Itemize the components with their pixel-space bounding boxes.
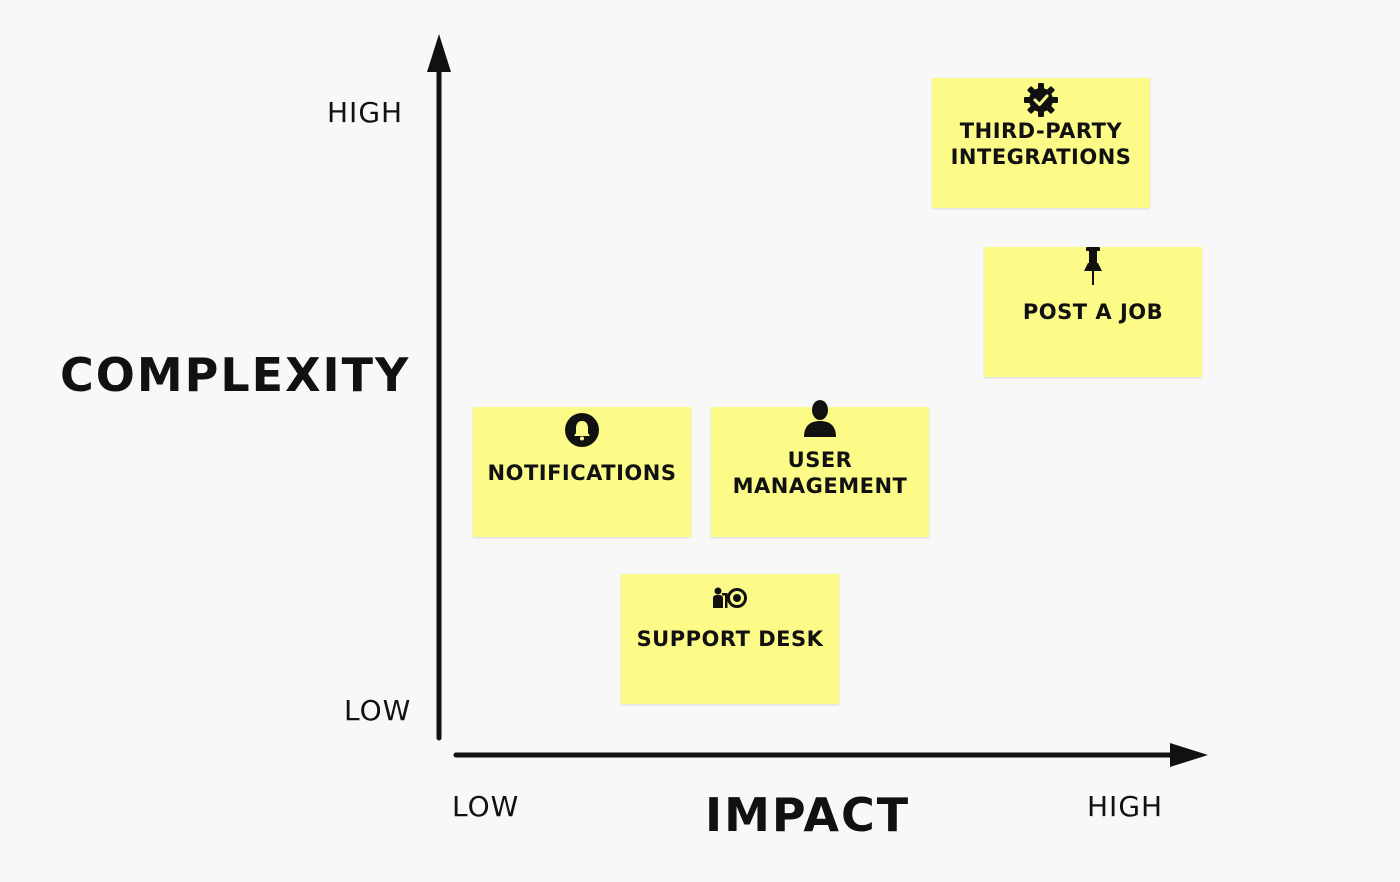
y-axis-title: COMPLEXITY — [60, 348, 411, 402]
x-axis-low-label: LOW — [452, 790, 520, 823]
gear-check-icon — [932, 82, 1150, 118]
support-agent-icon — [621, 586, 839, 610]
note-notifications-label: NOTIFICATIONS — [487, 461, 677, 485]
note-third-party-line2: INTEGRATIONS — [950, 145, 1132, 169]
note-user-management-line2: MANAGEMENT — [732, 474, 908, 498]
user-icon — [711, 397, 929, 437]
note-support-desk-label: SUPPORT DESK — [636, 627, 824, 651]
x-axis-high-label: HIGH — [1087, 790, 1164, 823]
note-post-a-job-label: POST A JOB — [1022, 300, 1164, 324]
y-axis-arrowhead — [427, 34, 451, 72]
y-axis-high-label: HIGH — [327, 96, 404, 129]
y-axis-low-label: LOW — [344, 694, 412, 727]
note-third-party-integrations[interactable]: THIRD-PARTY INTEGRATIONS — [932, 78, 1150, 208]
note-user-management[interactable]: USER MANAGEMENT — [711, 400, 929, 537]
pushpin-icon — [984, 247, 1202, 287]
x-axis-title: IMPACT — [705, 788, 911, 842]
bell-icon — [473, 413, 691, 447]
x-axis-arrowhead — [1170, 743, 1208, 767]
note-user-management-line1: USER — [787, 448, 853, 472]
note-notifications[interactable]: NOTIFICATIONS — [473, 407, 691, 537]
note-support-desk[interactable]: SUPPORT DESK — [621, 574, 839, 704]
note-third-party-line1: THIRD-PARTY — [959, 119, 1123, 143]
note-post-a-job[interactable]: POST A JOB — [984, 247, 1202, 377]
